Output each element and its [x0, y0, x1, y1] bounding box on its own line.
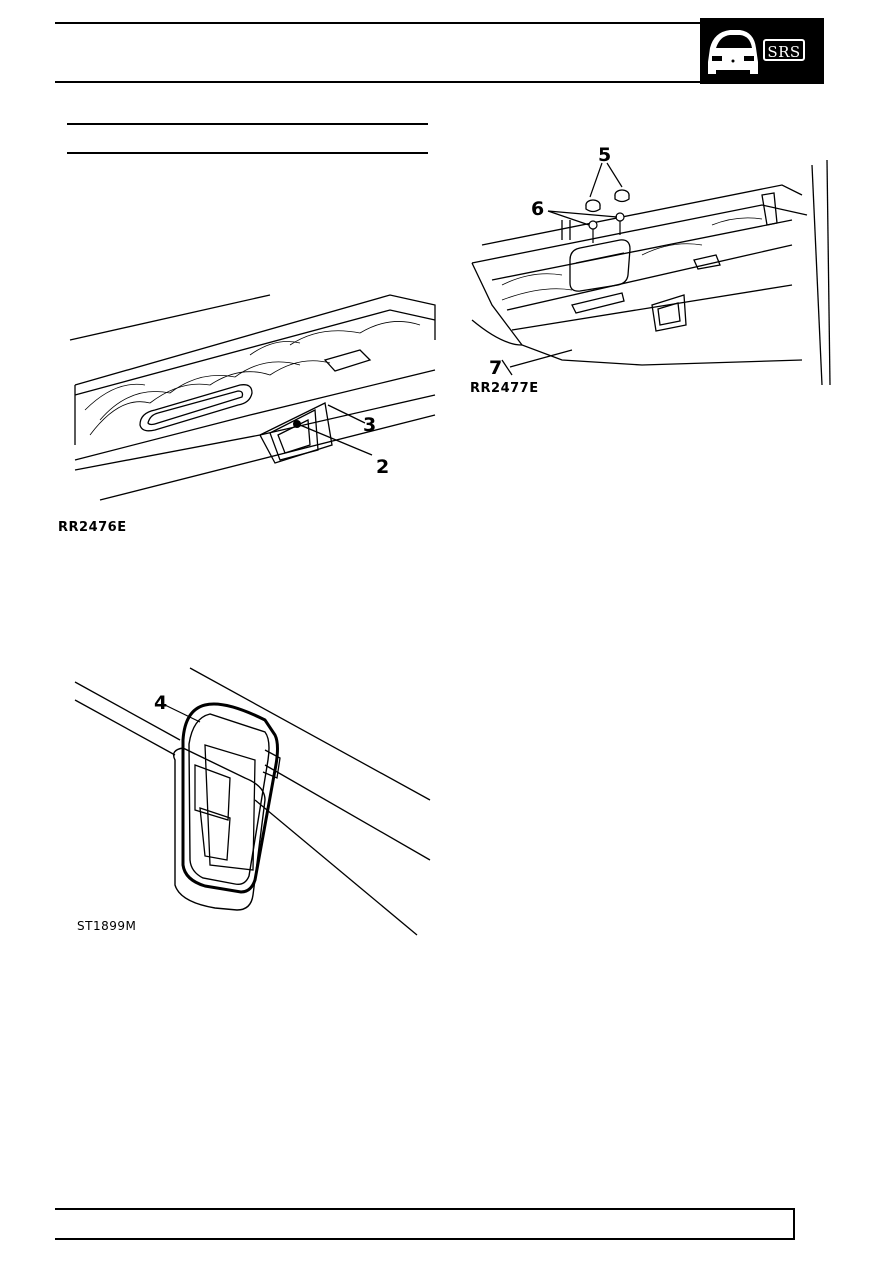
footer-bottom-rule — [55, 1238, 795, 1240]
figure-code-rr2477e: RR2477E — [470, 381, 539, 396]
car-front-icon — [708, 30, 758, 74]
callout-4: 4 — [154, 692, 168, 714]
callout-7: 7 — [489, 357, 503, 379]
figure-code-st1899m: ST1899M — [77, 919, 137, 933]
figure-code-rr2476e: RR2476E — [58, 520, 127, 535]
header-top-rule — [55, 22, 824, 24]
footer-top-rule — [55, 1208, 795, 1210]
footer-right-rule — [793, 1208, 795, 1240]
section-rule-top — [67, 123, 428, 125]
figure-switch-surround — [74, 667, 431, 936]
figure-door-handle-surround — [69, 294, 436, 501]
callout-6: 6 — [531, 198, 545, 220]
srs-label: SRS — [763, 39, 805, 61]
srs-badge: SRS — [700, 18, 824, 84]
callout-5: 5 — [598, 144, 612, 166]
callout-3: 3 — [363, 414, 377, 436]
section-rule-bottom — [67, 152, 428, 154]
figure-door-pull-handle — [471, 159, 831, 386]
callout-2: 2 — [376, 456, 390, 478]
header-bottom-rule — [55, 81, 824, 83]
